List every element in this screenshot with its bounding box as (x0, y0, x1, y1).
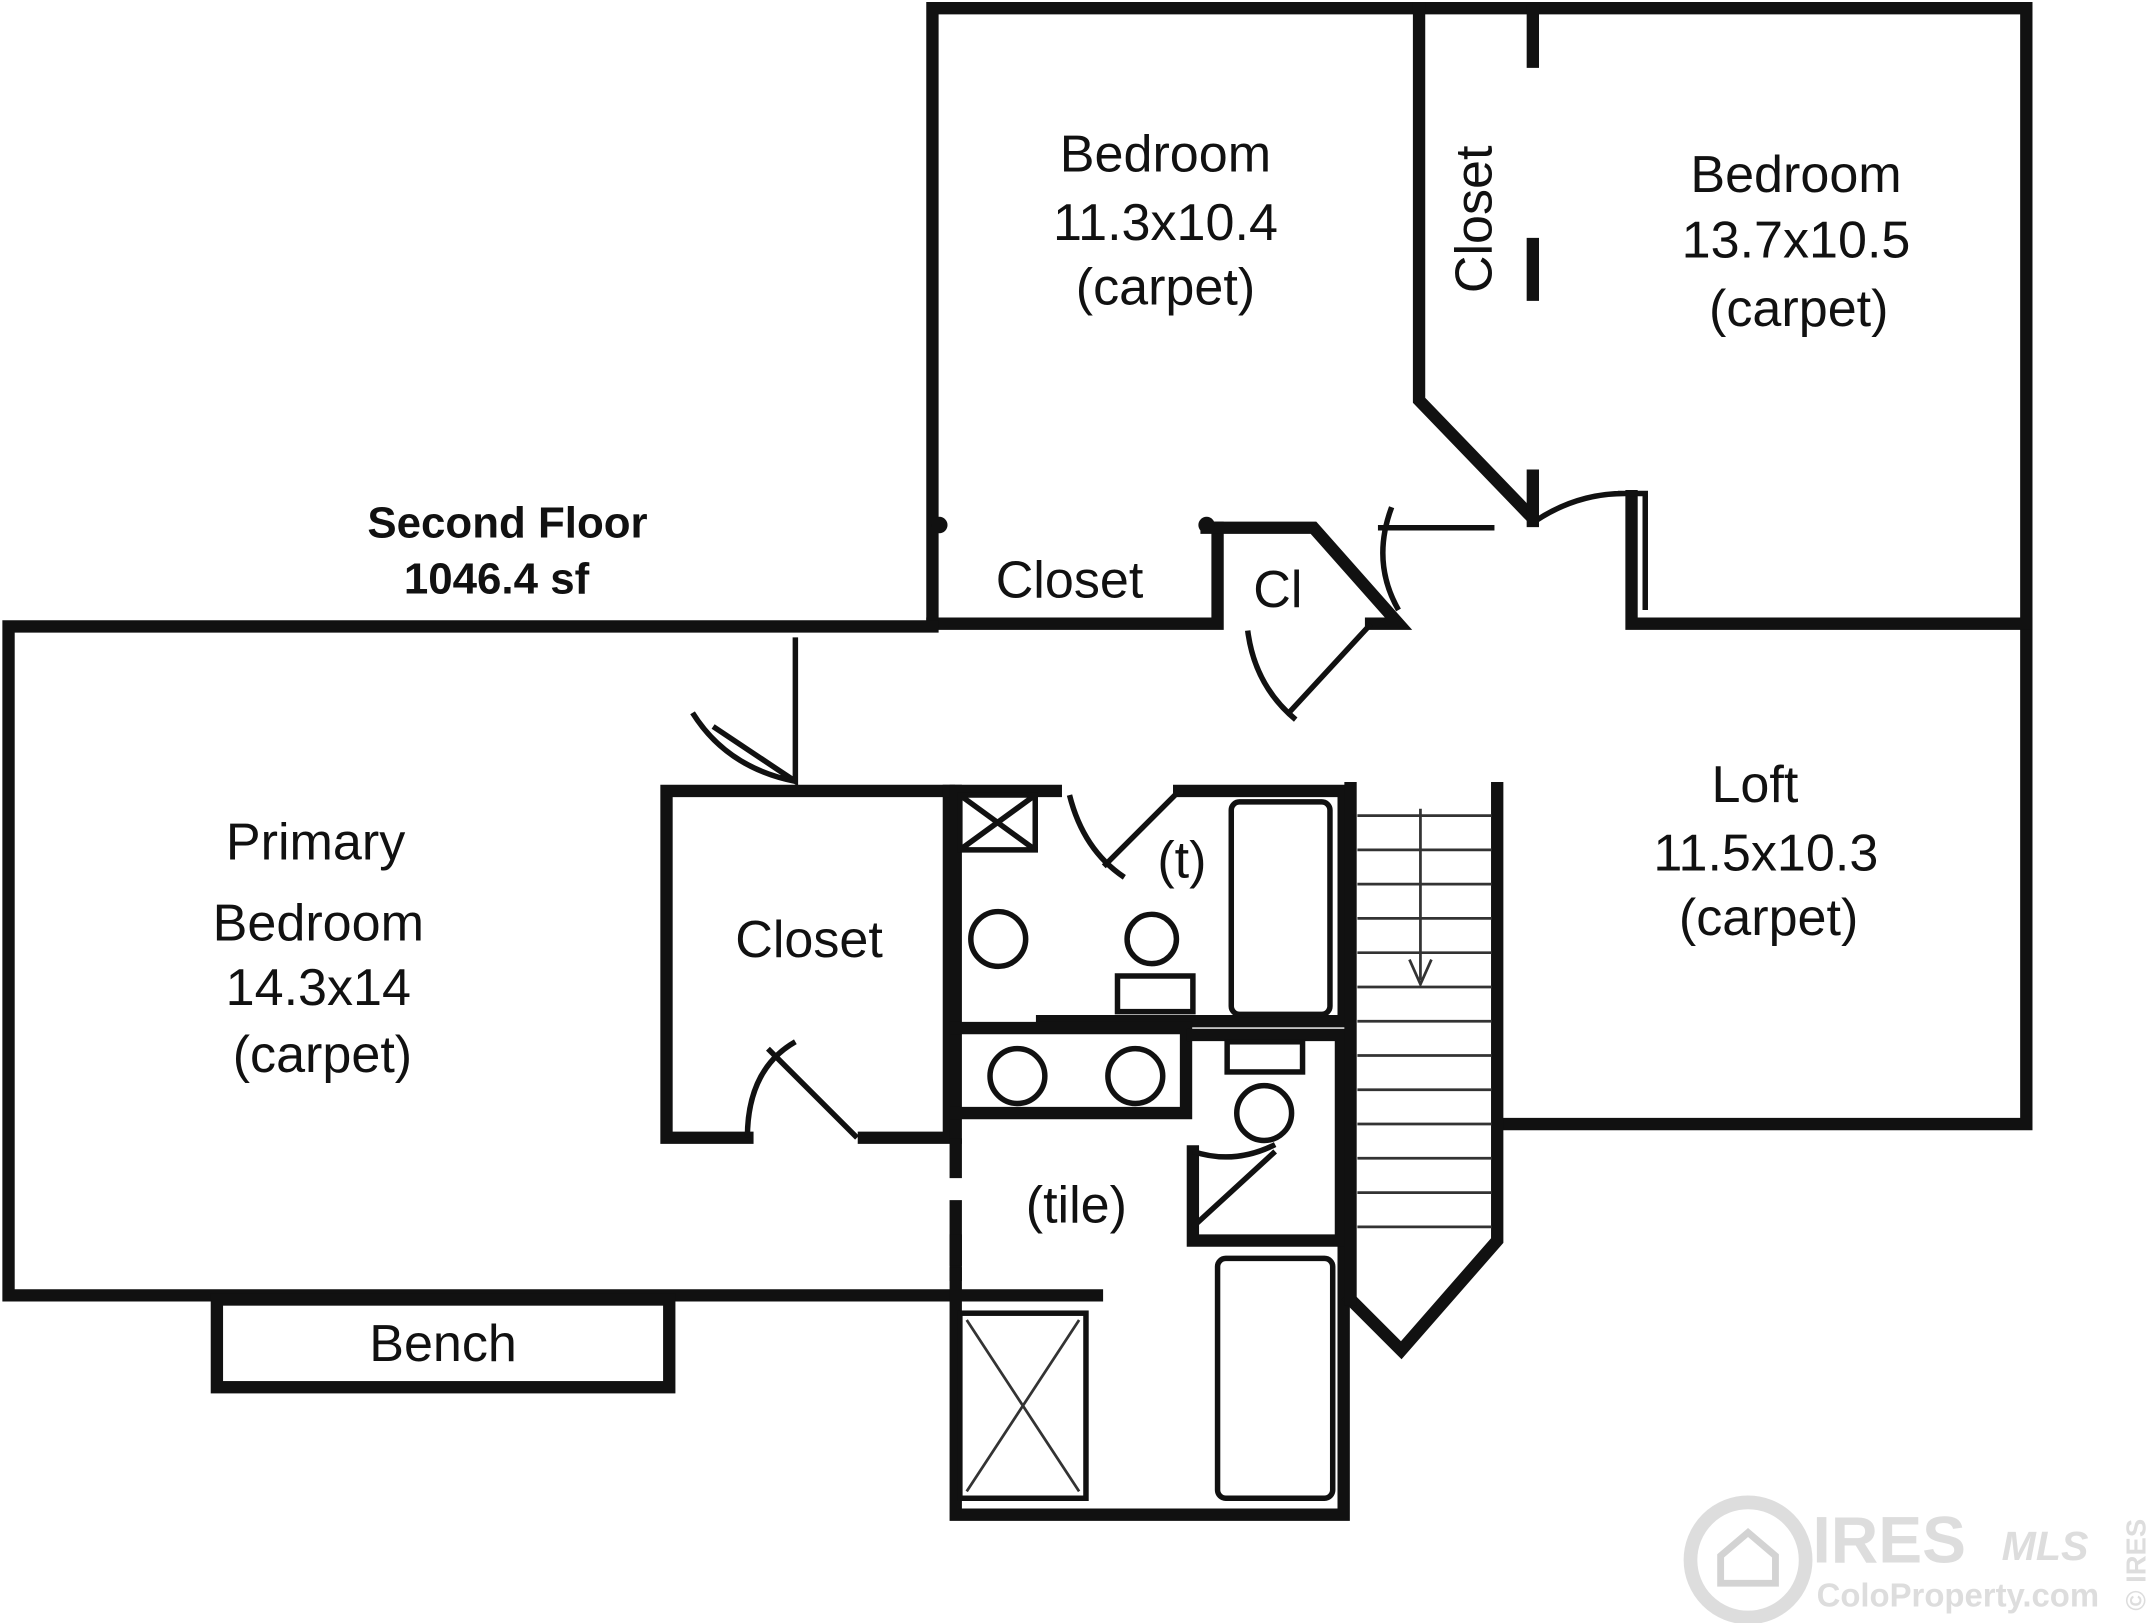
fixtures (957, 792, 1492, 1502)
bedroom1-floor: (carpet) (1076, 258, 1255, 316)
primary-name2: Bedroom (213, 894, 424, 952)
logo-brand: IRES (1812, 1503, 1966, 1577)
house-icon (1717, 1528, 1779, 1587)
closet-small-label: Cl (1253, 561, 1302, 619)
primary-size: 14.3x14 (226, 959, 411, 1017)
bedroom2-size: 13.7x10.5 (1682, 212, 1911, 270)
ires-watermark-logo: IRES MLS ColoProperty.com © IRES (1683, 1495, 2150, 1623)
labels: Second Floor 1046.4 sf Bedroom 11.3x10.4… (213, 125, 1911, 1373)
floor-area: 1046.4 sf (404, 555, 590, 604)
loft-floor: (carpet) (1679, 889, 1858, 947)
stair-treads (1357, 808, 1492, 1229)
bedroom2-name: Bedroom (1690, 146, 1901, 204)
logo-script: MLS (2002, 1523, 2089, 1569)
bedroom1-name: Bedroom (1060, 125, 1271, 183)
closet-vertical-label: Closet (1446, 145, 1504, 293)
logo-copyright: © IRES (2121, 1519, 2150, 1611)
primary-name1: Primary (226, 813, 405, 871)
bath-tile-label: (tile) (1026, 1177, 1127, 1235)
bedroom1-size: 11.3x10.4 (1053, 194, 1278, 252)
walls (2, 2, 2033, 1521)
loft-name: Loft (1711, 756, 1798, 814)
primary-floor: (carpet) (233, 1026, 412, 1084)
closet-upper-label: Closet (996, 552, 1144, 610)
doors (690, 490, 1648, 1229)
logo-site: ColoProperty.com (1817, 1577, 2100, 1614)
loft-size: 11.5x10.3 (1653, 824, 1878, 882)
bath-tile-small-label: (t) (1157, 831, 1206, 889)
primary-closet-label: Closet (735, 911, 883, 969)
bench-label: Bench (369, 1315, 517, 1373)
floor-title: Second Floor (367, 498, 647, 547)
bedroom2-floor: (carpet) (1709, 280, 1888, 338)
